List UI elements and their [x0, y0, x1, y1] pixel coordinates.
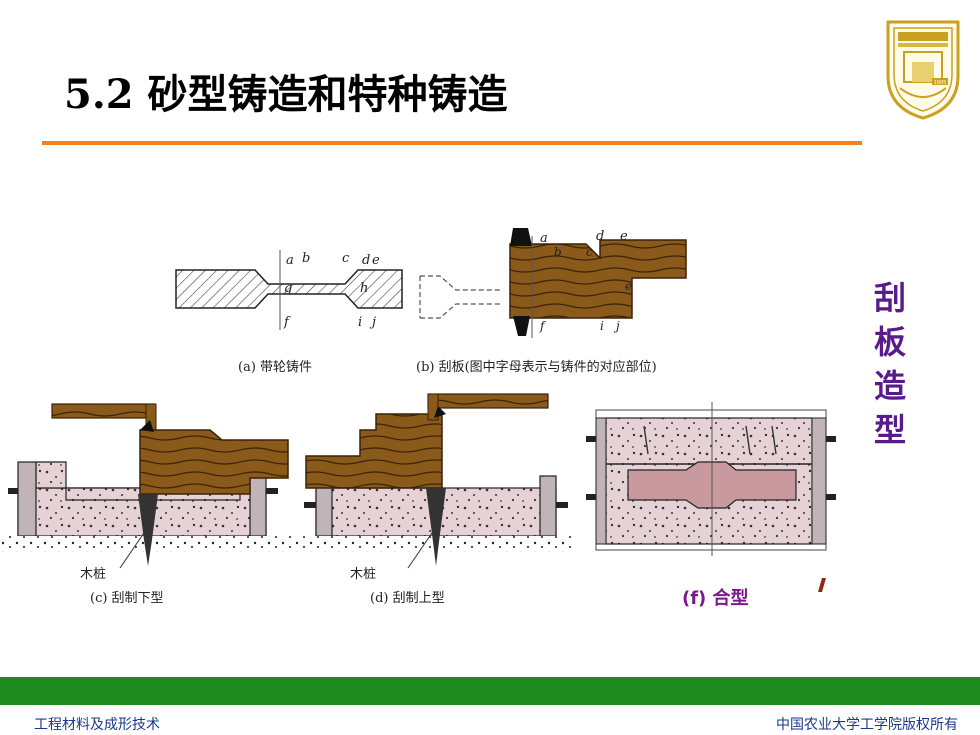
upper-mold-scraping: 木桩 — [296, 393, 572, 582]
footer-copyright: 中国农业大学工学院版权所有 — [776, 717, 958, 733]
svg-text:a: a — [540, 231, 548, 246]
svg-text:木桩: 木桩 — [350, 567, 376, 582]
footer-bar — [0, 677, 980, 705]
caption-f: (f) 合型 — [682, 588, 749, 609]
side-label-char: 造 — [873, 367, 906, 405]
svg-text:1905: 1905 — [934, 80, 947, 86]
side-label-char: 刮 — [873, 279, 906, 317]
caption-b: (b) 刮板(图中字母表示与铸件的对应部位) — [416, 359, 657, 375]
svg-text:i: i — [600, 319, 604, 333]
side-label-char: 板 — [873, 323, 906, 361]
caption-c: (c) 刮制下型 — [90, 591, 164, 606]
caption-d: (d) 刮制上型 — [370, 591, 445, 606]
svg-text:h: h — [360, 281, 368, 296]
svg-text:c: c — [586, 245, 593, 259]
svg-text:f: f — [283, 315, 291, 330]
svg-text:b: b — [554, 245, 562, 259]
svg-text:c: c — [342, 251, 350, 266]
pulley-casting-section: a b c d e g h f i j — [175, 250, 403, 330]
assembled-mold — [586, 402, 836, 556]
svg-text:e: e — [625, 279, 632, 293]
slide-title: 5.2 砂型铸造和特种铸造 — [64, 71, 508, 118]
caption-a: (a) 带轮铸件 — [238, 359, 312, 375]
svg-text:g: g — [284, 281, 292, 296]
svg-text:i: i — [358, 315, 362, 330]
university-logo-icon: 1905 — [886, 20, 960, 120]
svg-text:a: a — [286, 253, 294, 268]
svg-text:e: e — [372, 253, 380, 268]
svg-text:木桩: 木桩 — [80, 567, 106, 582]
title-underline — [42, 141, 862, 145]
footer-course-name: 工程材料及成形技术 — [34, 717, 160, 733]
side-label: 刮 板 造 型 — [870, 276, 910, 452]
svg-text:b: b — [302, 251, 310, 266]
lower-mold-scraping: 木桩 — [0, 403, 292, 582]
scraper-board: a b d c e e f i j — [419, 228, 687, 338]
svg-text:j: j — [613, 319, 620, 333]
svg-text:f: f — [539, 319, 547, 333]
svg-text:d: d — [596, 229, 604, 244]
svg-text:d: d — [362, 253, 370, 268]
side-label-char: 型 — [873, 411, 906, 449]
svg-text:e: e — [620, 229, 628, 244]
svg-text:j: j — [369, 315, 376, 330]
